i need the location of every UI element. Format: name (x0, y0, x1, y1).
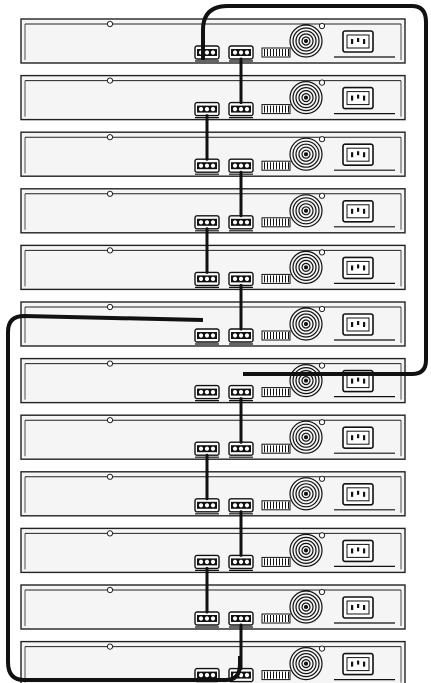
fan-icon (289, 137, 323, 171)
power-inlet-icon (334, 313, 395, 341)
power-inlet-icon (334, 539, 395, 568)
mount-hole-icon (106, 190, 114, 197)
console-port-icon (261, 104, 291, 115)
console-port-icon (261, 330, 291, 341)
console-port-icon (261, 556, 291, 567)
power-inlet-icon (334, 596, 395, 624)
console-port-icon (261, 670, 291, 681)
stack-cable-loops (6, 4, 428, 682)
mount-hole-icon (106, 303, 114, 311)
power-inlet-icon (334, 426, 395, 454)
stack-port-icon (228, 554, 254, 572)
stack-port-icon (194, 498, 220, 515)
power-inlet-icon (334, 256, 395, 284)
stack-port-icon (194, 611, 220, 628)
fan-icon (289, 533, 323, 568)
stack-port-icon (194, 45, 220, 62)
stack-port-icon (228, 441, 254, 458)
stack-cable-loop-left (6, 314, 242, 682)
switch-unit-5 (20, 244, 406, 291)
chassis-body (20, 471, 406, 517)
console-port-icon (261, 613, 291, 624)
stack-port-icon (194, 271, 220, 288)
power-inlet-icon (334, 652, 395, 681)
switch-unit-1 (20, 18, 406, 64)
mount-hole-icon (106, 586, 114, 594)
console-port-icon (261, 387, 291, 398)
stack-port-icon (194, 384, 220, 402)
mount-hole-icon (106, 473, 114, 480)
fan-icon (289, 590, 323, 624)
mount-hole-icon (318, 588, 326, 596)
switch-unit-9 (20, 471, 406, 517)
console-port-icon (261, 217, 291, 228)
stack-port-icon (194, 158, 220, 175)
switch-unit-11 (20, 584, 406, 630)
mount-hole-icon (106, 20, 114, 28)
mount-hole-icon (106, 360, 114, 367)
console-port-icon (261, 273, 291, 284)
switch-unit-4 (20, 188, 406, 234)
power-inlet-icon (334, 143, 395, 171)
mount-hole-icon (318, 362, 326, 369)
switch-unit-2 (20, 74, 406, 121)
fan-icon (289, 646, 323, 681)
fan-icon (289, 307, 323, 341)
mount-hole-icon (106, 643, 114, 650)
stack-cable-loop-right (201, 4, 428, 376)
stack-port-icon (228, 215, 254, 232)
power-inlet-icon (334, 482, 395, 511)
fan-icon (289, 24, 323, 58)
power-inlet-icon (334, 200, 395, 228)
power-inlet-icon (334, 30, 395, 58)
mount-hole-icon (106, 417, 114, 424)
mount-hole-icon (106, 134, 114, 141)
mount-hole-icon (318, 22, 326, 30)
fan-icon (289, 194, 323, 228)
stack-port-icon (228, 611, 254, 628)
switch-unit-3 (20, 131, 406, 177)
mount-hole-icon (318, 249, 326, 256)
switch-unit-12 (20, 640, 406, 683)
console-port-icon (261, 160, 291, 171)
mount-hole-icon (318, 475, 326, 482)
mount-hole-icon (318, 79, 326, 86)
switch-units (20, 18, 406, 683)
fan-icon (289, 364, 323, 398)
stack-port-icon (228, 328, 254, 345)
stack-cable-links (205, 57, 243, 671)
chassis-body (20, 188, 406, 234)
stack-port-icon (228, 101, 254, 119)
switch-unit-10 (20, 527, 406, 574)
fan-icon (289, 80, 323, 115)
console-port-icon (261, 443, 291, 454)
mount-hole-icon (318, 532, 326, 539)
switch-unit-8 (20, 414, 406, 460)
mount-hole-icon (106, 530, 114, 537)
fan-icon (289, 477, 323, 511)
mount-hole-icon (318, 305, 326, 313)
mount-hole-icon (106, 77, 114, 84)
console-port-icon (261, 47, 291, 58)
switch-unit-6 (20, 301, 406, 347)
mount-hole-icon (318, 136, 326, 143)
power-inlet-icon (334, 86, 395, 115)
switch-unit-7 (20, 357, 406, 404)
mount-hole-icon (318, 192, 326, 199)
console-port-icon (261, 500, 291, 511)
mount-hole-icon (106, 247, 114, 254)
stack-port-icon (194, 328, 220, 345)
mount-hole-icon (318, 645, 326, 652)
fan-icon (289, 420, 323, 454)
mount-hole-icon (318, 419, 326, 426)
fan-icon (289, 250, 323, 284)
stack-port-icon (228, 384, 254, 402)
stack-port-icon (194, 215, 220, 232)
